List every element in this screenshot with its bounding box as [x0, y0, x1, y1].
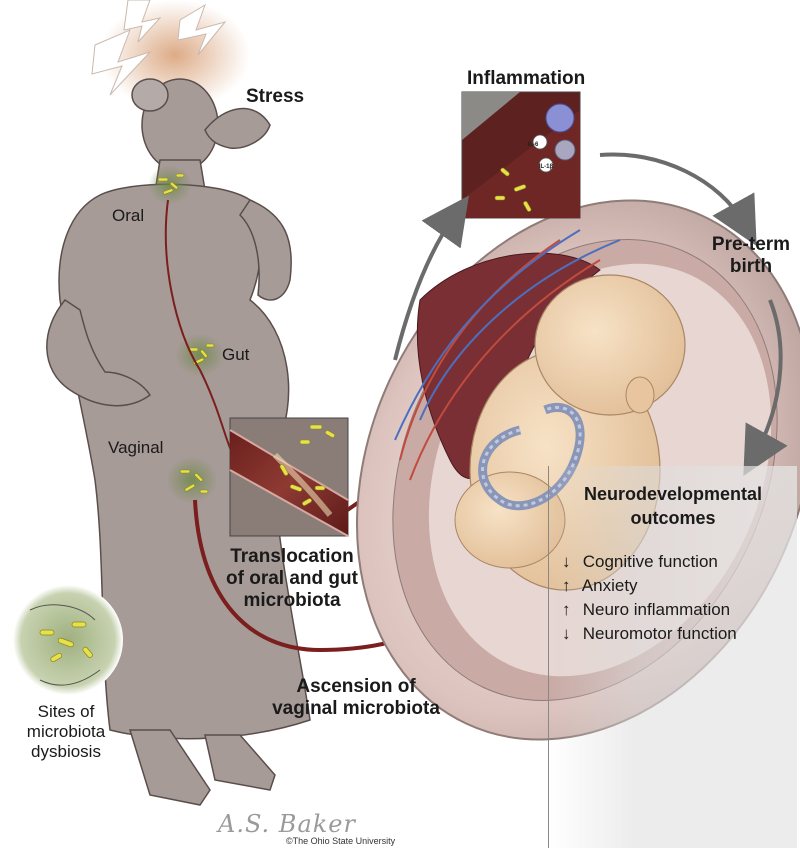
- preterm-line-2: birth: [729, 256, 773, 277]
- to-preterm-arrow: [599, 152, 757, 246]
- to-inflammation-arrow: [393, 195, 469, 361]
- sites-line-2: microbiota: [26, 722, 106, 741]
- translocation-inset: [229, 417, 349, 537]
- down-arrow-icon: ↓: [562, 624, 571, 643]
- up-arrow-icon: ↑: [562, 576, 571, 595]
- ascension-line-1: Ascension of: [296, 676, 416, 697]
- outcomes-list: ↓ Cognitive function ↑ Anxiety ↑ Neuro i…: [562, 550, 737, 646]
- vaginal-label: Vaginal: [108, 438, 164, 457]
- translocation-line-1: Translocation: [230, 546, 354, 567]
- to-outcomes-arrow: [743, 299, 788, 476]
- translocation-path: [164, 199, 236, 461]
- translocation-line-2: of oral and gut: [226, 568, 358, 589]
- gut-label: Gut: [222, 345, 250, 364]
- translocation-line-3: microbiota: [243, 590, 341, 611]
- outcome-text: Cognitive function: [582, 552, 718, 571]
- vaginal-microbiota-site: [166, 456, 218, 504]
- sites-line-3: dysbiosis: [31, 742, 101, 761]
- translocation-label: Translocation of oral and gut microbiota: [212, 546, 372, 612]
- ascension-label: Ascension of vaginal microbiota: [256, 676, 456, 720]
- oral-label: Oral: [112, 206, 145, 225]
- artist-signature: A.S. Baker: [218, 810, 356, 838]
- il6-label: IL-6: [528, 142, 539, 148]
- preterm-birth-label: Pre-term birth: [706, 234, 796, 278]
- oral-microbiota-site: [148, 165, 192, 205]
- sites-line-1: Sites of: [37, 702, 95, 721]
- outcome-item: ↓ Cognitive function: [562, 550, 737, 574]
- preterm-line-1: Pre-term: [711, 234, 791, 255]
- stress-label: Stress: [246, 86, 305, 107]
- outcome-item: ↑ Neuro inflammation: [562, 598, 737, 622]
- il1b-label: IL-1β: [539, 164, 554, 170]
- outcomes-title-line-1: Neurodevelopmental: [583, 484, 763, 504]
- outcome-text: Neuromotor function: [582, 624, 737, 643]
- ascension-line-2: vaginal microbiota: [272, 698, 440, 719]
- outcomes-title-line-2: outcomes: [630, 508, 716, 528]
- outcome-item: ↓ Neuromotor function: [562, 622, 737, 646]
- inflammation-label: Inflammation: [467, 68, 586, 89]
- outcomes-title: Neurodevelopmental outcomes: [558, 482, 788, 530]
- sites-of-dysbiosis-inset: [13, 585, 123, 695]
- outcome-item: ↑ Anxiety: [562, 574, 737, 598]
- outcome-text: Neuro inflammation: [582, 600, 731, 619]
- outcomes-panel: [548, 466, 797, 848]
- sites-label: Sites of microbiota dysbiosis: [6, 702, 126, 762]
- down-arrow-icon: ↓: [562, 552, 571, 571]
- copyright-notice: ©The Ohio State University: [286, 836, 396, 846]
- stress-lightning-icon: [91, 0, 250, 110]
- up-arrow-icon: ↑: [562, 600, 571, 619]
- outcome-text: Anxiety: [581, 576, 638, 595]
- inflammation-inset: [461, 91, 581, 219]
